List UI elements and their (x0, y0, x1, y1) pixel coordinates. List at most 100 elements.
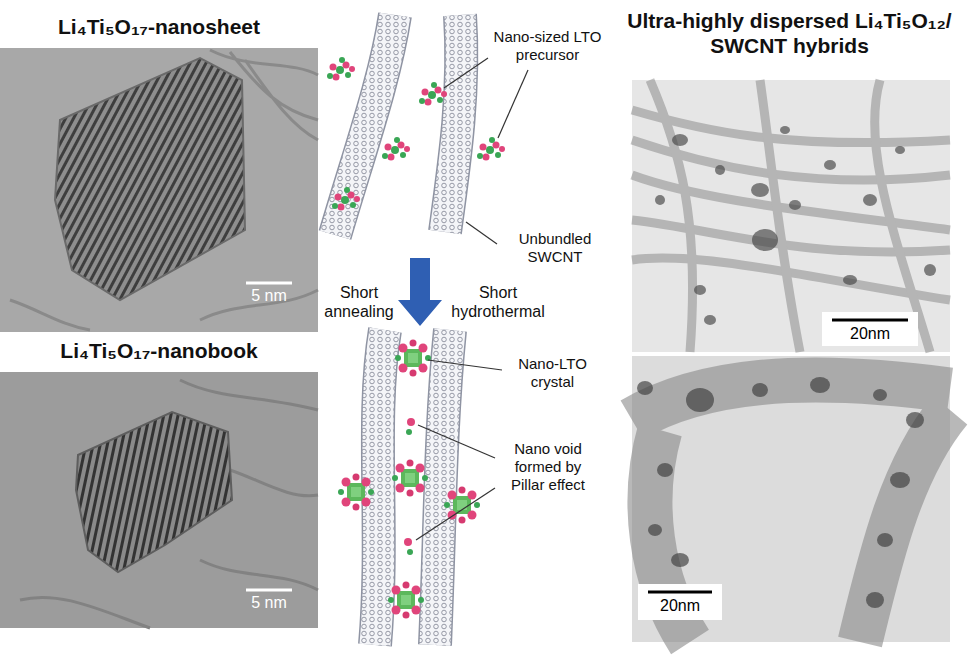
tem-image-hybrid (860, 410, 950, 642)
swcnt-schematic-after (338, 330, 480, 645)
tem-image-hybrid (843, 275, 857, 285)
tem-image-hybrid (632, 80, 950, 352)
leader-line (416, 488, 495, 540)
tem-image-hybrid (655, 126, 936, 325)
swcnt-schematic-after (338, 474, 374, 511)
swcnt-schematic-before (327, 15, 505, 235)
tem-image-hybrid (866, 592, 884, 608)
swcnt-schematic-before (332, 187, 360, 211)
swcnt-schematic-before (382, 137, 410, 161)
scale-bar-label: 5 nm (240, 594, 298, 612)
swcnt-schematic-after (375, 330, 385, 645)
leader-line (466, 222, 497, 244)
swcnt-schematic-after (375, 330, 385, 645)
swcnt-schematic-after (395, 340, 431, 377)
tem-image-hybrid (648, 591, 712, 594)
tem-image-hybrid (650, 80, 693, 352)
tem-image-nanosheet (10, 50, 318, 330)
tem-panel: 5 nm (0, 372, 318, 628)
swcnt-schematic-after (388, 582, 424, 619)
callout-label: Nano-sized LTO precursor (490, 28, 605, 64)
tem-image-nanosheet (0, 48, 318, 332)
tem-image-hybrid (895, 146, 905, 154)
swcnt-schematic-after (392, 460, 428, 497)
tem-image-hybrid (655, 195, 665, 205)
tem-image-nanosheet (246, 282, 292, 285)
process-label: Short annealing (320, 283, 398, 321)
tem-image-hybrid (671, 553, 689, 567)
tem-image-hybrid (751, 183, 769, 197)
swcnt-schematic-before (477, 137, 505, 161)
tem-image-nanobook (246, 589, 292, 592)
swcnt-schematic-after (435, 330, 450, 645)
tem-image-hybrid (877, 533, 893, 547)
tem-image-hybrid (632, 80, 950, 352)
tem-image-nanobook (20, 380, 318, 628)
swcnt-schematic-after (404, 538, 412, 546)
tem-image-hybrid (780, 126, 790, 134)
tem-image-hybrid (632, 356, 950, 642)
tem-image-hybrid (810, 377, 830, 393)
tem-image-hybrid (632, 356, 950, 642)
leader-line (498, 70, 528, 138)
callout-label: Nano void formed by Pillar effect (498, 440, 598, 494)
tem-image-hybrid (832, 319, 908, 322)
tem-image-hybrid (648, 524, 662, 536)
tem-panel: 20nm (632, 356, 950, 642)
leader-line (418, 425, 495, 458)
tem-image-hybrid (638, 584, 722, 620)
tem-image-hybrid (632, 380, 950, 420)
scale-bar-label: 20nm (638, 597, 722, 615)
swcnt-schematic-after (407, 418, 415, 426)
tem-image-hybrid (924, 264, 936, 276)
leader-line (428, 360, 502, 370)
tem-image-nanosheet (55, 58, 245, 300)
tem-image-hybrid (824, 160, 836, 170)
tem-image-hybrid (694, 285, 706, 295)
panel-title: Ultra-highly dispersed Li₄Ti₅O₁₂/ SWCNT … (612, 8, 967, 58)
swcnt-schematic-before (419, 82, 447, 106)
tem-image-hybrid (686, 388, 714, 412)
callout-label: Unbundled SWCNT (500, 230, 610, 266)
tem-image-hybrid (657, 463, 673, 477)
tem-image-hybrid (632, 80, 950, 352)
tem-image-hybrid (637, 377, 924, 608)
swcnt-schematic-before (445, 15, 461, 232)
tem-image-hybrid (890, 472, 910, 488)
tem-image-hybrid (752, 229, 778, 251)
swcnt-schematic-before (445, 15, 461, 232)
swcnt-schematic-after (435, 330, 450, 645)
tem-panel: 20nm (632, 80, 950, 352)
tem-image-hybrid (906, 412, 924, 428)
tem-image-hybrid (873, 389, 887, 401)
tem-image-hybrid (789, 200, 801, 210)
process-arrow (398, 258, 442, 326)
swcnt-schematic-before (327, 57, 355, 81)
panel-title: Li₄Ti₅O₁₇-nanosheet (0, 14, 318, 39)
panel-title: Li₄Ti₅O₁₇-nanobook (0, 338, 318, 363)
tem-image-hybrid (760, 80, 800, 352)
process-arrow (398, 258, 442, 326)
tem-image-hybrid (875, 80, 930, 352)
tem-panel: 5 nm (0, 48, 318, 332)
tem-image-hybrid (822, 312, 918, 346)
leader-line (444, 58, 488, 88)
tem-image-nanosheet (0, 48, 318, 332)
swcnt-schematic-after (407, 549, 413, 555)
tem-image-nanobook (0, 372, 318, 628)
scale-bar-label: 5 nm (240, 287, 298, 305)
process-label: Short hydrothermal (446, 283, 550, 321)
tem-image-nanobook (76, 412, 232, 572)
tem-image-hybrid (715, 165, 725, 175)
swcnt-schematic-after (406, 429, 412, 435)
callout-label: Nano-LTO crystal (505, 355, 600, 391)
tem-image-hybrid (672, 134, 688, 146)
scale-bar-label: 20nm (822, 325, 918, 343)
tem-image-hybrid (704, 315, 716, 325)
tem-image-hybrid (637, 381, 653, 395)
tem-image-hybrid (752, 383, 768, 397)
tem-image-hybrid (632, 380, 950, 642)
tem-image-hybrid (863, 194, 877, 206)
tem-image-nanobook (0, 372, 318, 628)
